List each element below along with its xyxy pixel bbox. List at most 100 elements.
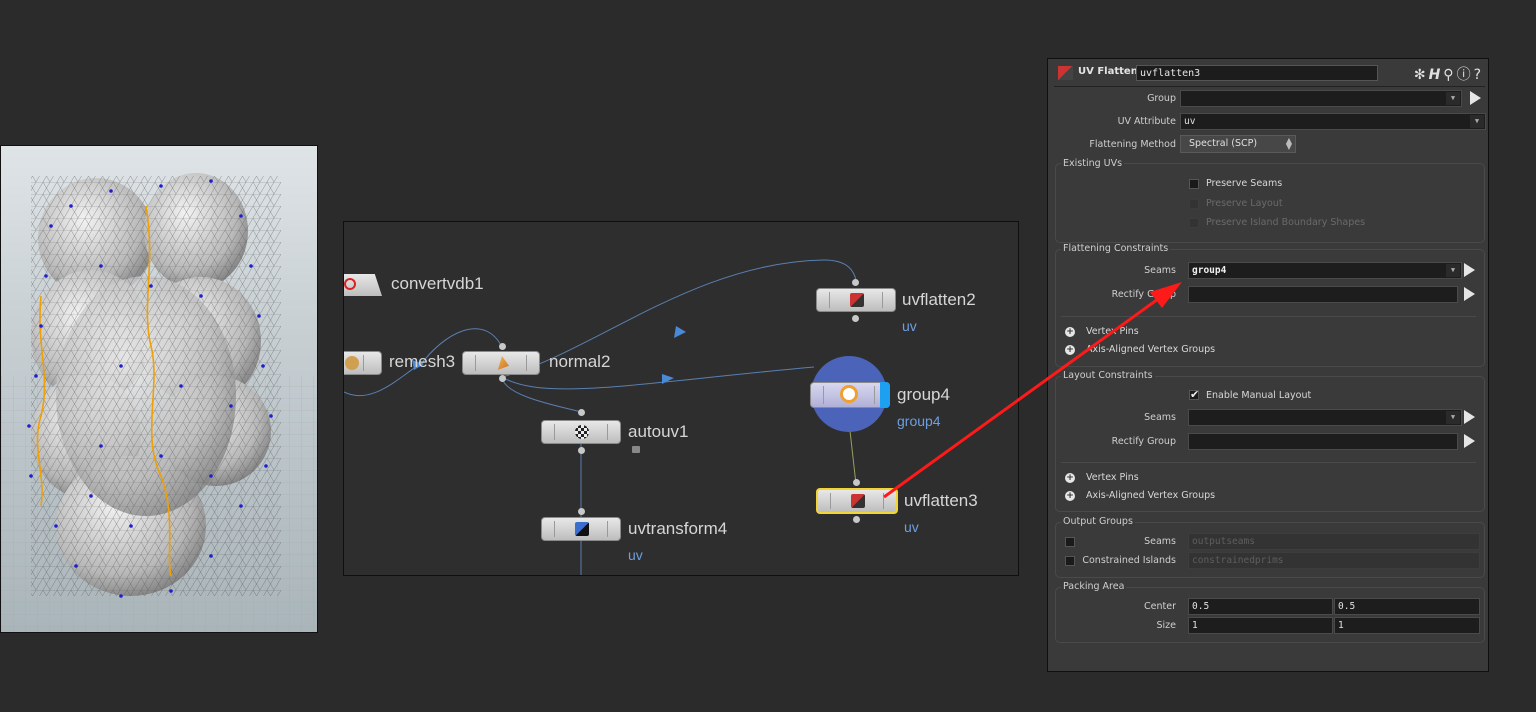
normal-icon [497,356,509,370]
chevron-down-icon[interactable]: ▼ [1446,411,1460,424]
add-vertex-pins-icon[interactable]: + [1065,473,1075,483]
node-uvflatten3[interactable] [816,488,898,514]
normal-label: normal2 [549,352,611,371]
flat-vertex-pins-label[interactable]: Vertex Pins [1086,326,1139,337]
uvflatten3-input[interactable] [853,479,860,486]
preserve-island-label: Preserve Island Boundary Shapes [1206,217,1366,228]
size-y-field[interactable]: 1 [1334,617,1480,634]
add-axis-groups-icon[interactable]: + [1065,345,1075,355]
uvflatten2-icon [850,293,864,307]
enable-manual-layout-checkbox[interactable]: ✔ [1189,388,1199,401]
divider [1061,316,1476,317]
autouv-input[interactable] [578,409,585,416]
search-icon[interactable]: ⚲ [1443,67,1457,83]
output-seams-field[interactable]: outputseams [1188,533,1480,550]
node-type-label: UV Flatten [1078,66,1138,77]
select-arrow-icon[interactable] [1464,410,1475,424]
uv-attribute-field[interactable]: uv▼ [1180,113,1486,130]
flat-rectify-field[interactable] [1188,286,1458,303]
uvflatten3-output[interactable] [853,516,860,523]
output-groups-section [1055,522,1485,578]
flat-axis-groups-label[interactable]: Axis-Aligned Vertex Groups [1086,344,1216,355]
flat-seams-label: Seams [1144,265,1176,276]
header-divider [1054,86,1485,87]
gear-icon[interactable]: ✻ [1413,67,1429,83]
output-seams-label: Seams [1144,536,1176,547]
flat-seams-field[interactable]: group4 ▼ [1188,262,1462,279]
node-uvflatten2[interactable] [816,288,896,312]
add-axis-groups-icon[interactable]: + [1065,491,1075,501]
size-x-field[interactable]: 1 [1188,617,1333,634]
help-icon[interactable]: ? [1473,67,1484,83]
flattening-method-menu[interactable]: Spectral (SCP)▲▼ [1180,135,1296,153]
preserve-seams-checkbox[interactable] [1189,179,1199,189]
group4-icon [840,385,858,403]
existing-uvs-section [1055,163,1485,243]
node-autouv[interactable] [541,420,621,444]
header-icons: ✻H⚲ⓘ? [1414,64,1484,84]
uvtransform-label: uvtransform4 [628,519,728,538]
uvflatten2-output[interactable] [852,315,859,322]
chevron-down-icon[interactable]: ▼ [1446,264,1460,277]
center-x-field[interactable]: 0.5 [1188,598,1333,615]
group4-display-flag[interactable] [880,382,890,408]
uvflatten3-icon [851,494,865,508]
uvflatten2-sub: uv [902,318,917,334]
mesh-preview [1,173,317,632]
center-label: Center [1144,601,1176,612]
houdini-help-icon[interactable]: H [1428,67,1444,83]
preserve-layout-checkbox[interactable] [1189,199,1199,209]
preserve-layout-label: Preserve Layout [1206,198,1283,209]
autouv-label: autouv1 [628,422,689,441]
convertvdb-label: convertvdb1 [391,274,484,293]
select-arrow-icon[interactable] [1464,287,1475,301]
chevron-down-icon[interactable]: ▼ [1446,92,1460,105]
node-group4[interactable] [810,382,890,408]
autouv-output[interactable] [578,447,585,454]
scene-viewport[interactable] [0,145,318,633]
node-remesh[interactable] [344,351,382,375]
layout-vertex-pins-label[interactable]: Vertex Pins [1086,472,1139,483]
normal-output[interactable] [499,375,506,382]
add-vertex-pins-icon[interactable]: + [1065,327,1075,337]
flattening-method-label: Flattening Method [1089,139,1176,150]
group-field[interactable]: ▼ [1180,90,1462,107]
uv-attribute-label: UV Attribute [1117,116,1176,127]
network-editor[interactable]: convertvdb1 remesh3 normal2 autouv1 uvtr… [343,221,1019,576]
node-uvtransform[interactable] [541,517,621,541]
constrained-islands-field[interactable]: constrainedprims [1188,552,1480,569]
layout-rectify-label: Rectify Group [1111,436,1176,447]
info-icon[interactable]: ⓘ [1456,67,1474,83]
normal-input[interactable] [499,343,506,350]
select-arrow-icon[interactable] [1470,91,1481,105]
node-name-field[interactable]: uvflatten3 [1136,65,1378,81]
layout-axis-groups-label[interactable]: Axis-Aligned Vertex Groups [1086,490,1216,501]
constrained-islands-label: Constrained Islands [1082,555,1176,566]
flattening-constraints-title: Flattening Constraints [1061,243,1171,254]
size-label: Size [1156,620,1176,631]
center-y-field[interactable]: 0.5 [1334,598,1480,615]
packing-area-title: Packing Area [1061,581,1127,592]
convertvdb-icon [344,278,356,290]
uvtransform-input[interactable] [578,508,585,515]
layout-seams-field[interactable]: ▼ [1188,409,1462,426]
autouv-icon [575,425,589,439]
select-arrow-icon[interactable] [1464,263,1475,277]
uvflatten3-sub: uv [904,519,919,535]
flat-seams-value: group4 [1192,265,1227,276]
preserve-island-checkbox[interactable] [1189,218,1199,228]
lock-icon[interactable] [632,446,640,453]
node-normal[interactable] [462,351,540,375]
output-seams-checkbox[interactable] [1065,537,1075,547]
layout-constraints-title: Layout Constraints [1061,370,1155,381]
uvflatten3-label: uvflatten3 [904,491,978,510]
chevron-down-icon[interactable]: ▼ [1470,115,1484,128]
layout-rectify-field[interactable] [1188,433,1458,450]
packing-area-section [1055,587,1485,643]
select-arrow-icon[interactable] [1464,434,1475,448]
parameter-panel: UV Flatten uvflatten3 ✻H⚲ⓘ? Group ▼ UV A… [1047,58,1489,672]
constrained-islands-checkbox[interactable] [1065,556,1075,566]
spinner-icon: ▲▼ [1285,136,1292,151]
existing-uvs-title: Existing UVs [1061,158,1125,169]
uvflatten2-input[interactable] [852,279,859,286]
